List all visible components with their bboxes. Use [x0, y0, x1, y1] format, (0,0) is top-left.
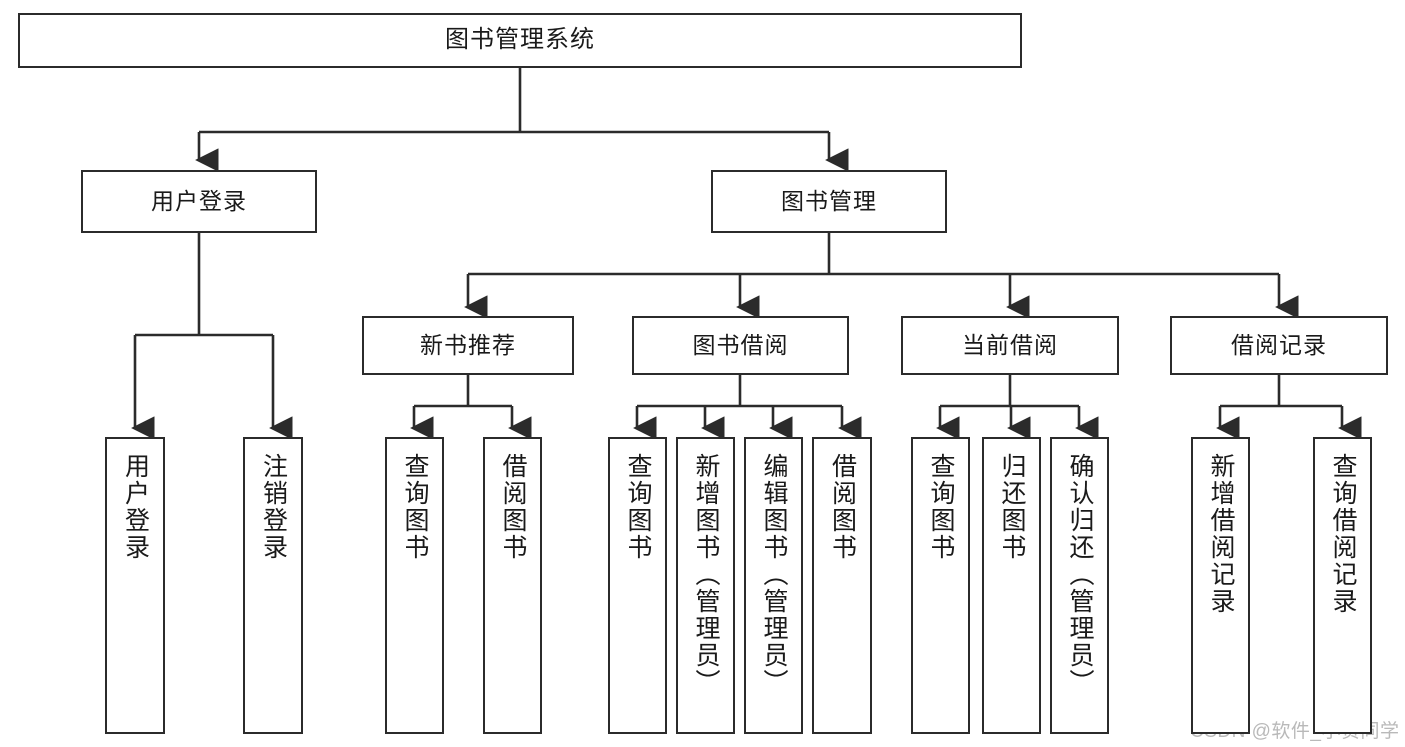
leaf-node-图书借阅-查询图书[interactable]: 查询图书: [608, 437, 667, 734]
node-label: 图书借阅: [692, 331, 789, 358]
node-label: 用户登录: [151, 187, 247, 214]
leaf-node-图书借阅-借阅图书[interactable]: 借阅图书: [812, 437, 872, 734]
node-label: 借阅记录: [1231, 331, 1327, 358]
leaf-node-label: 查询借阅记录: [1329, 453, 1357, 615]
leaf-node-label: 新增借阅记录: [1207, 453, 1235, 615]
leaf-node-新书推荐-查询图书[interactable]: 查询图书: [385, 437, 444, 734]
node-label: 当前借阅: [962, 331, 1058, 358]
leaf-node-label: 确认归还（管理员）: [1066, 453, 1094, 696]
leaf-node-借阅记录-查询借阅记录[interactable]: 查询借阅记录: [1313, 437, 1372, 734]
leaf-node-新书推荐-借阅图书[interactable]: 借阅图书: [483, 437, 542, 734]
node-level2-用户登录[interactable]: 用户登录: [81, 170, 317, 233]
leaf-node-label: 注销登录: [259, 453, 288, 561]
leaf-node-图书借阅-编辑图书管理员[interactable]: 编辑图书（管理员）: [744, 437, 803, 734]
leaf-node-当前借阅-确认归还管理员[interactable]: 确认归还（管理员）: [1050, 437, 1109, 734]
leaf-node-label: 借阅图书: [499, 453, 527, 561]
leaf-node-label: 借阅图书: [828, 453, 857, 561]
node-level3-图书借阅[interactable]: 图书借阅: [632, 316, 849, 375]
leaf-node-label: 查询图书: [927, 453, 955, 561]
leaf-node-图书借阅-新增图书管理员[interactable]: 新增图书（管理员）: [676, 437, 735, 734]
node-level3-借阅记录[interactable]: 借阅记录: [1170, 316, 1388, 375]
node-root-label: 图书管理系统: [445, 26, 595, 54]
leaf-node-label: 新增图书（管理员）: [692, 453, 720, 696]
node-label: 新书推荐: [420, 331, 516, 358]
leaf-node-label: 查询图书: [401, 453, 429, 561]
leaf-node-当前借阅-查询图书[interactable]: 查询图书: [911, 437, 970, 734]
leaf-node-借阅记录-新增借阅记录[interactable]: 新增借阅记录: [1191, 437, 1250, 734]
node-level3-新书推荐[interactable]: 新书推荐: [362, 316, 574, 375]
leaf-node-label: 编辑图书（管理员）: [760, 453, 788, 696]
leaf-node-label: 用户登录: [121, 453, 150, 561]
leaf-node-用户登录-注销登录[interactable]: 注销登录: [243, 437, 303, 734]
leaf-node-当前借阅-归还图书[interactable]: 归还图书: [982, 437, 1041, 734]
leaf-node-label: 归还图书: [998, 453, 1026, 561]
node-level2-图书管理[interactable]: 图书管理: [711, 170, 947, 233]
leaf-node-label: 查询图书: [624, 453, 652, 561]
node-root-system[interactable]: 图书管理系统: [18, 13, 1022, 68]
node-label: 图书管理: [781, 187, 877, 214]
leaf-node-用户登录-用户登录[interactable]: 用户登录: [105, 437, 165, 734]
node-level3-当前借阅[interactable]: 当前借阅: [901, 316, 1119, 375]
